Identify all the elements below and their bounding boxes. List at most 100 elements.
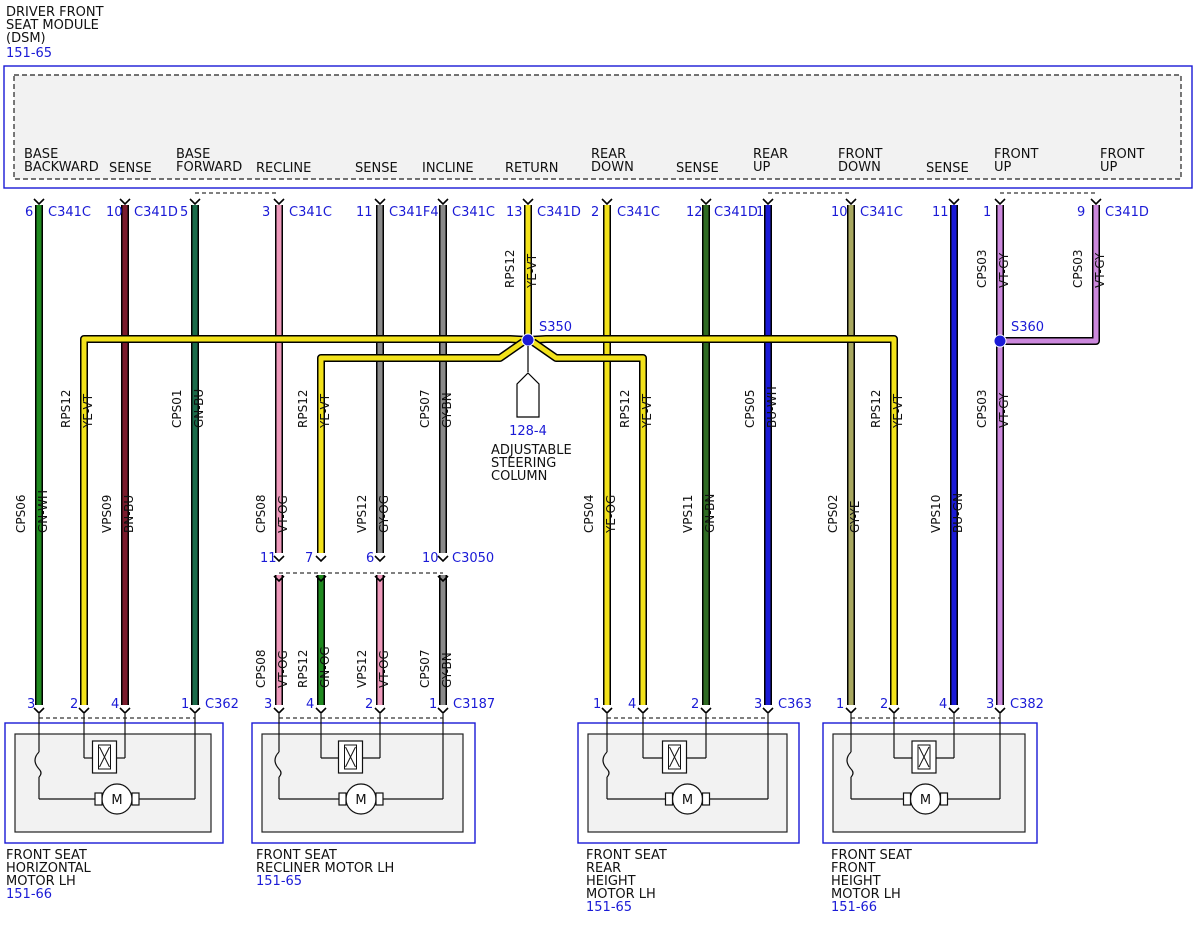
motor-label: HORIZONTAL (6, 861, 92, 876)
wire-label-rps12-recliner-color: YE-VT (318, 393, 332, 429)
motor-pin-arrow (33, 707, 45, 715)
hall-sensor-cross (669, 746, 680, 768)
splice-s360-label: S360 (1011, 320, 1044, 335)
motor-pin-arrow (601, 707, 613, 715)
module-pin-label: INCLINE (422, 161, 474, 176)
motor-label: FRONT SEAT (831, 848, 912, 863)
module-connector-id: C341D (134, 205, 178, 220)
module-pin-label: UP (753, 160, 771, 175)
module-connector-id: C341C (452, 205, 495, 220)
wire-label-cps03-branch-circuit: CPS03 (1071, 249, 1085, 288)
steering-label: ADJUSTABLE (491, 443, 572, 458)
wire-label-cps03-top-circuit: CPS03 (975, 249, 989, 288)
wire-layer (33, 198, 1102, 715)
motor-pin-arrow (845, 707, 857, 715)
wire-rps12-branch-recliner (318, 339, 525, 553)
module-pin-label: REAR (591, 147, 626, 162)
wire-label-color: VT-GY (997, 392, 1011, 428)
module-pin-number: 12 (686, 205, 703, 220)
c3050-lower-wire-label-color: GN-OG (318, 646, 332, 688)
module-pin-label: DOWN (838, 160, 881, 175)
module-pin-arrow (189, 198, 201, 206)
hall-sensor-element (344, 744, 357, 770)
module-pin-number: 3 (262, 205, 270, 220)
module-pin-label: SENSE (109, 161, 152, 176)
motor-pin-number: 2 (691, 697, 699, 712)
steering-column-connector (516, 372, 540, 418)
module-title-line: SEAT MODULE (6, 18, 99, 33)
module-pin-arrow (845, 198, 857, 206)
module-pin-label: SENSE (355, 161, 398, 176)
wire-cps03-branch (1000, 205, 1099, 344)
c3050-lower-wire-label-color: VT-OG (377, 650, 391, 688)
wire-label-circuit: CPS04 (582, 494, 596, 533)
motor-pin-arrow (994, 707, 1006, 715)
module-pin-label: UP (1100, 160, 1118, 175)
wire-label-color: GY-OG (377, 495, 391, 533)
module-connector-id: C341D (537, 205, 581, 220)
module-pin-arrow (762, 198, 774, 206)
motor-label: FRONT SEAT (256, 848, 337, 863)
motor-pin-number: 4 (111, 697, 119, 712)
wire-label-circuit: VPS09 (100, 495, 114, 533)
c3050-lower-wire-label-circuit: CPS07 (418, 649, 432, 688)
c3050-top-arrow (273, 555, 285, 563)
position-sensor-icon (34, 751, 42, 778)
hall-sensor-element (98, 744, 111, 770)
splice-s350 (521, 333, 535, 347)
module-connector-id: C341C (617, 205, 660, 220)
module-pin-arrow (994, 198, 1006, 206)
wire-label-rps12-rear-color: YE-VT (640, 393, 654, 429)
motor-ref-link: 151-66 (6, 887, 52, 902)
motor-pin-arrow (78, 707, 90, 715)
motor-outline (577, 722, 800, 844)
c3050-pin-number: 7 (305, 551, 313, 566)
module-connector-id: C341F4 (389, 205, 439, 220)
module-connector-id: C341D (1105, 205, 1149, 220)
module-pin-number: 11 (932, 205, 949, 220)
motor-pin-number: 1 (593, 697, 601, 712)
steering-label: COLUMN (491, 469, 547, 484)
steering-ref-link: 128-4 (509, 424, 547, 439)
wire-label-rps12-front-circuit: RPS12 (869, 390, 883, 428)
motor-pin-arrow (119, 707, 131, 715)
module-connector-id: C341C (860, 205, 903, 220)
wire-label-cps03-branch-color: VT-GY (1093, 252, 1107, 288)
module-pin-label: BASE (24, 147, 58, 162)
motor-outline (251, 722, 476, 844)
motor-connector-id: C363 (778, 697, 812, 712)
module-pin-label: FRONT (994, 147, 1038, 162)
steering-label: STEERING (491, 456, 556, 471)
motor-brush (939, 792, 949, 806)
motor-label: MOTOR LH (586, 887, 656, 902)
module-pin-arrow (601, 198, 613, 206)
motor-pin-number: 2 (365, 697, 373, 712)
motor-pin-number: 4 (306, 697, 314, 712)
position-sensor-icon (846, 751, 854, 778)
wire-label-circuit: CPS05 (743, 389, 757, 428)
motor-assembly: M (577, 714, 800, 844)
motor-label: MOTOR LH (831, 887, 901, 902)
motor-assembly: M (4, 714, 224, 844)
c3050-bottom-arrow (273, 575, 285, 583)
dsm-module-body (13, 74, 1182, 180)
c3050-top-arrow (315, 555, 327, 563)
wire-label-rps12-main-circuit: RPS12 (503, 250, 517, 288)
motor-symbol-label: M (111, 793, 122, 808)
motor-pin-arrow (700, 707, 712, 715)
module-connector-id: C341C (289, 205, 332, 220)
module-pin-number: 11 (356, 205, 373, 220)
wire-label-color: BU-GN (951, 493, 965, 533)
wire-label-circuit: CPS01 (170, 389, 184, 428)
wire-label-rps12-front-color: YE-VT (891, 393, 905, 429)
motor-brush (375, 792, 384, 806)
motor-label: HEIGHT (586, 874, 636, 889)
wire-label-rps12-horizontal-circuit: RPS12 (59, 390, 73, 428)
motor-pin-number: 3 (754, 697, 762, 712)
motor-brush (94, 792, 103, 806)
c3050-lower-wire-label-circuit: CPS08 (254, 649, 268, 688)
motor-pin-number: 3 (264, 697, 272, 712)
module-pin-number: 1 (756, 205, 764, 220)
motor-brush (701, 792, 711, 806)
